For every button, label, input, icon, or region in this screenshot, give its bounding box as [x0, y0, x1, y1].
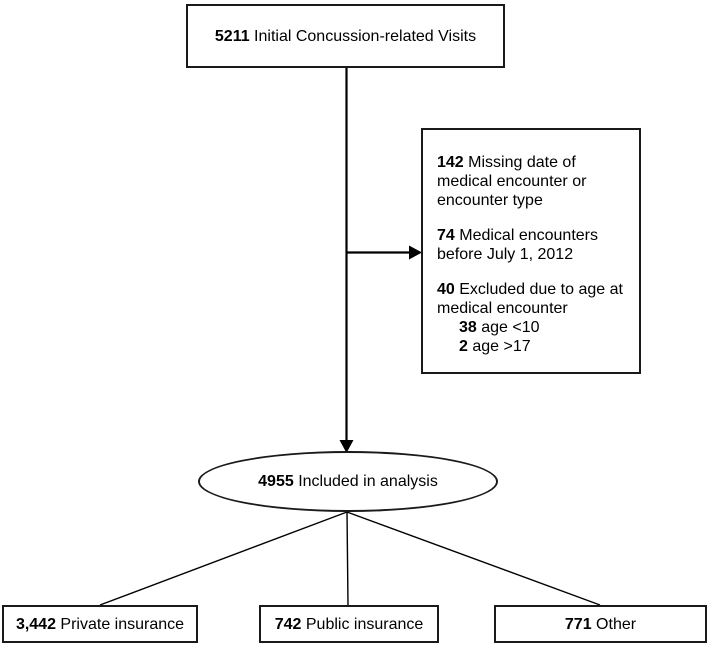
included-analysis-count: 4955 [258, 473, 294, 490]
other-count: 771 [564, 615, 592, 633]
initial-visits-count: 5211 [214, 27, 250, 45]
line-to-other-box [346, 511, 601, 606]
public-insurance-label: 742 Public insurance [274, 615, 424, 633]
before-date-count: 74 [437, 227, 455, 244]
age-excluded-count: 40 [437, 281, 455, 298]
line-to-private-box [99, 511, 348, 606]
other-box: 771 Other [494, 605, 707, 643]
included-analysis-label: 4955 Included in analysis [258, 473, 438, 490]
missing-date-count: 142 [437, 154, 464, 171]
included-analysis-ellipse: 4955 Included in analysis [198, 451, 498, 512]
public-insurance-box: 742 Public insurance [259, 605, 439, 643]
private-insurance-box: 3,442 Private insurance [2, 605, 198, 643]
public-insurance-count: 742 [274, 615, 302, 633]
exclusion-group-missing-date: 142 Missing date of medical encounter or… [437, 154, 587, 209]
initial-visits-box: 5211 Initial Concussion-related Visits [186, 4, 505, 68]
other-label: 771 Other [564, 615, 637, 633]
private-insurance-label: 3,442 Private insurance [15, 615, 185, 633]
exclusion-box: 142 Missing date of medical encounter or… [421, 128, 641, 374]
exclusion-group-age: 40 Excluded due to age at medical encoun… [437, 281, 623, 355]
line-to-public-box [346, 511, 349, 606]
initial-visits-label: 5211 Initial Concussion-related Visits [214, 27, 477, 45]
age-over17-count: 2 [459, 338, 468, 355]
private-insurance-count: 3,442 [15, 615, 56, 633]
exclusion-group-before-date: 74 Medical encounters before July 1, 201… [437, 227, 598, 263]
age-under10-count: 38 [459, 319, 477, 336]
